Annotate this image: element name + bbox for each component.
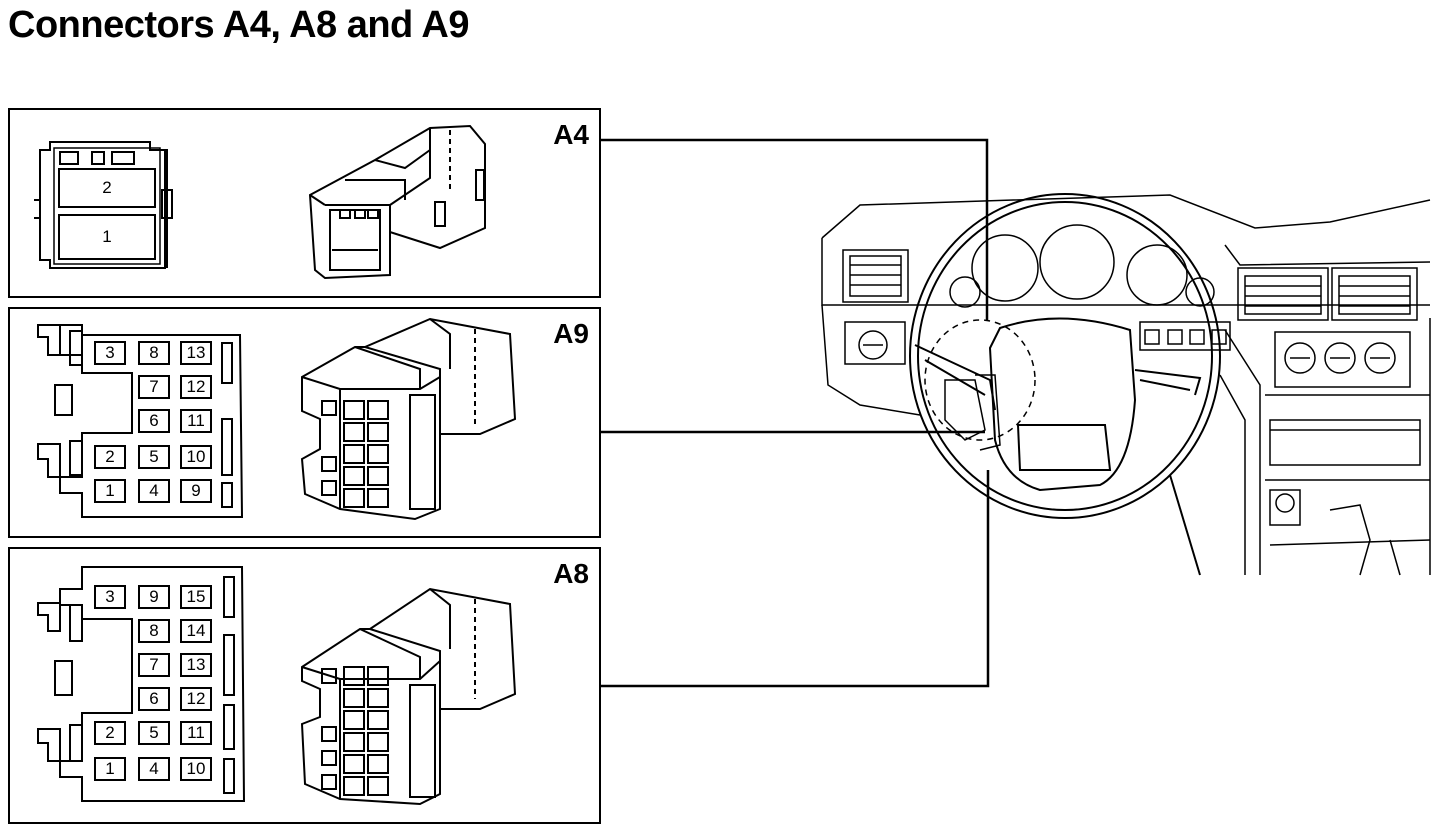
a8-pin-10: 10 <box>180 757 212 781</box>
a9-pin-10: 10 <box>180 445 212 469</box>
connector-a4-face-drawing <box>10 110 603 300</box>
leader-lines <box>600 140 988 686</box>
steering-wheel <box>910 194 1220 575</box>
connector-a9-panel: A9 3 8 13 7 12 6 11 <box>8 307 601 538</box>
connector-a9-label: A9 <box>553 318 589 349</box>
a8-pin-11: 11 <box>180 721 212 745</box>
a9-pin-8: 8 <box>138 341 170 365</box>
a9-pin-13: 13 <box>180 341 212 365</box>
connector-a9-face-drawing <box>10 309 603 540</box>
a9-pin-9: 9 <box>180 479 212 503</box>
a9-pin-11: 11 <box>180 409 212 433</box>
a9-pin-7: 7 <box>138 375 170 399</box>
connector-a8-panel: A8 3 9 1 <box>8 547 601 824</box>
connector-a8-label: A8 <box>553 558 589 589</box>
a9-pin-2: 2 <box>94 445 126 469</box>
a8-pin-12: 12 <box>180 687 212 711</box>
a8-pin-2: 2 <box>94 721 126 745</box>
connector-a4-panel: A4 2 1 <box>8 108 601 298</box>
column-switch <box>945 375 1000 450</box>
connector-a8-face-drawing <box>10 549 603 826</box>
a9-pin-3: 3 <box>94 341 126 365</box>
a9-pin-1: 1 <box>94 479 126 503</box>
a8-pin-3: 3 <box>94 585 126 609</box>
a8-pin-15: 15 <box>180 585 212 609</box>
a9-pin-6: 6 <box>138 409 170 433</box>
a8-pin-7: 7 <box>138 653 170 677</box>
a8-pin-14: 14 <box>180 619 212 643</box>
connector-a4-label: A4 <box>553 119 589 150</box>
column-detail <box>860 320 1035 440</box>
a8-pin-1: 1 <box>94 757 126 781</box>
a9-pin-4: 4 <box>138 479 170 503</box>
a8-pin-13: 13 <box>180 653 212 677</box>
a4-pin-1: 1 <box>58 214 156 260</box>
a8-pin-6: 6 <box>138 687 170 711</box>
dashboard-outline <box>822 195 1430 575</box>
a8-pin-5: 5 <box>138 721 170 745</box>
a8-pin-8: 8 <box>138 619 170 643</box>
a8-pin-9: 9 <box>138 585 170 609</box>
a9-pin-5: 5 <box>138 445 170 469</box>
page-title: Connectors A4, A8 and A9 <box>8 4 469 46</box>
a9-pin-12: 12 <box>180 375 212 399</box>
a8-pin-4: 4 <box>138 757 170 781</box>
a4-pin-2: 2 <box>58 168 156 208</box>
